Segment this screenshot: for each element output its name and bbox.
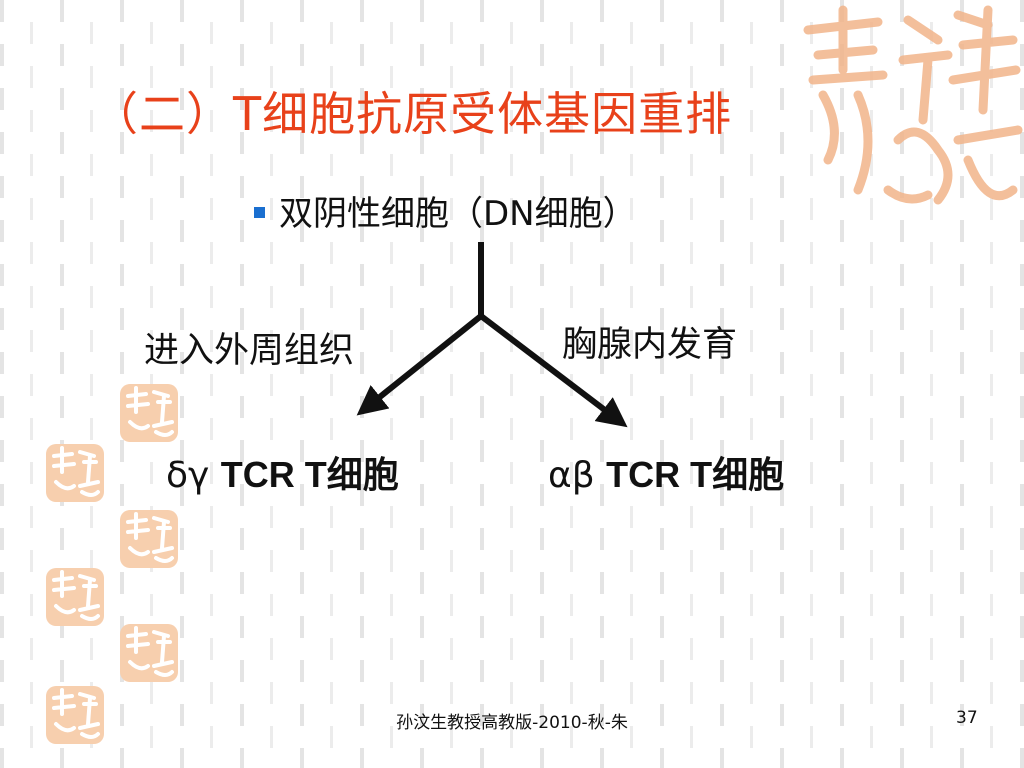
decorative-seal-small bbox=[120, 384, 178, 442]
decorative-seal-small bbox=[46, 686, 104, 744]
bullet-text: 双阴性细胞（DN细胞） bbox=[279, 194, 637, 234]
right-result-text: TCR T细胞 bbox=[606, 454, 785, 495]
right-result-greek: αβ bbox=[548, 455, 595, 496]
right-arrow bbox=[479, 313, 628, 428]
slide-title: （二）T细胞抗原受体基因重排 bbox=[92, 87, 733, 141]
decorative-seal-small bbox=[46, 444, 104, 502]
left-branch-label: 进入外周组织 bbox=[144, 331, 355, 371]
decorative-seal-large bbox=[803, 5, 1023, 205]
decorative-seal-small bbox=[46, 568, 104, 626]
slide-footer: 孙汶生教授高教版-2010-秋-朱 bbox=[396, 713, 628, 733]
bullet-item: 双阴性细胞（DN细胞） bbox=[254, 186, 637, 235]
page-number: 37 bbox=[956, 708, 978, 728]
right-branch-label: 胸腺内发育 bbox=[562, 325, 738, 365]
decorative-seal-small bbox=[120, 510, 178, 568]
left-result: δγ TCR T细胞 bbox=[166, 446, 399, 498]
left-result-greek: δγ bbox=[166, 455, 210, 496]
background-guides-offset bbox=[30, 22, 1024, 768]
decorative-seal-small bbox=[120, 624, 178, 682]
bullet-square-icon bbox=[254, 207, 265, 218]
left-arrow bbox=[356, 313, 483, 416]
right-result: αβ TCR T细胞 bbox=[548, 446, 784, 498]
left-result-text: TCR T细胞 bbox=[220, 454, 399, 495]
